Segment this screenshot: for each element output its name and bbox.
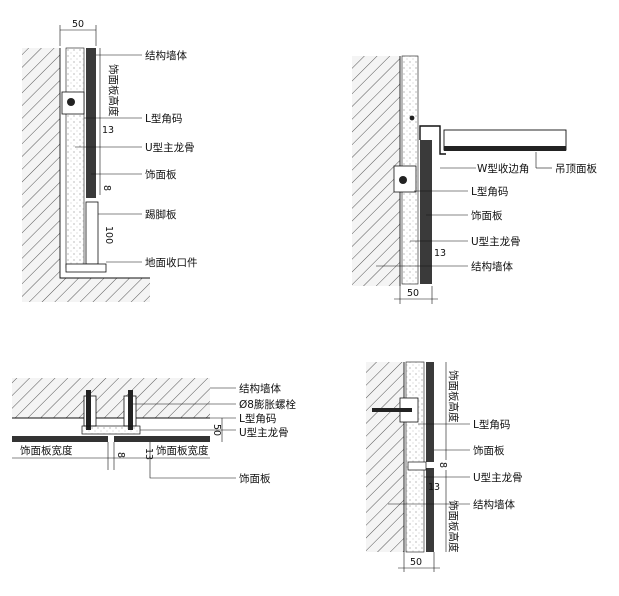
panel-b-label-l-bracket: L型角码 xyxy=(471,185,508,198)
panel-b-dim-13: 13 xyxy=(434,248,446,259)
panel-a-wall-skirting-detail: 50 饰面板高度 13 8 100 结构墙体 L型角码 U型主龙骨 饰面板 踢脚… xyxy=(22,19,198,302)
panel-d-joint-bracket xyxy=(407,461,427,471)
panel-d-vertical-label-top: 饰面板高度 xyxy=(447,370,460,423)
panel-b-label-facing-panel: 饰面板 xyxy=(471,209,503,222)
panel-c-u-keel xyxy=(81,425,141,435)
panel-c-facing-panel-right xyxy=(114,436,210,442)
panel-d-wall-hatch xyxy=(366,362,404,552)
panel-b-wall-hatch xyxy=(352,56,400,286)
panel-d-vertical-label-bottom: 饰面板高度 xyxy=(447,500,460,553)
panel-b-label-ceiling-panel: 吊顶面板 xyxy=(555,162,597,175)
panel-d-dim-50: 50 xyxy=(410,557,422,568)
panel-d-dim-13: 13 xyxy=(428,482,440,493)
panel-d-dim-8: 8 xyxy=(437,462,448,468)
panel-c-bolt-left-icon xyxy=(86,390,91,430)
panel-a-vertical-label: 饰面板高度 xyxy=(107,64,120,117)
panel-c-label-structure-wall: 结构墙体 xyxy=(239,382,281,395)
panel-d-facing-panel-lower xyxy=(426,468,434,552)
panel-a-dim-50: 50 xyxy=(72,19,84,30)
panel-b-ceiling-panel-face xyxy=(444,146,566,151)
panel-c-width-left: 饰面板宽度 xyxy=(20,444,73,457)
panel-d-bolt-icon xyxy=(372,408,412,412)
panel-c-dim-50: 50 xyxy=(211,424,222,436)
panel-d-label-u-keel: U型主龙骨 xyxy=(473,471,523,484)
panel-a-floor-hatch xyxy=(22,278,150,302)
panel-c-label-expansion-bolt: Ø8膨胀螺栓 xyxy=(239,398,296,411)
panel-a-label-skirting: 踢脚板 xyxy=(145,208,177,221)
panel-a-dim-100: 100 xyxy=(103,226,114,244)
panel-c-facing-panel-left xyxy=(12,436,108,442)
panel-a-wall-hatch xyxy=(22,48,60,278)
panel-c-width-right: 饰面板宽度 xyxy=(156,444,209,457)
panel-d-facing-panel-upper xyxy=(426,362,434,462)
panel-d-u-keel xyxy=(405,361,425,553)
panel-a-label-structure-wall: 结构墙体 xyxy=(145,49,187,62)
panel-a-dim-13: 13 xyxy=(102,125,114,136)
panel-c-label-facing-panel: 饰面板 xyxy=(239,472,271,485)
panel-c-label-l-bracket: L型角码 xyxy=(239,412,276,425)
panel-a-label-l-bracket: L型角码 xyxy=(145,112,182,125)
panel-b-ceiling-junction-detail: W型收边角 吊顶面板 L型角码 饰面板 U型主龙骨 13 结构墙体 50 xyxy=(352,55,597,304)
panel-a-u-keel xyxy=(65,47,85,269)
panel-a-label-u-keel: U型主龙骨 xyxy=(145,141,195,154)
panel-a-skirting-board xyxy=(85,201,99,265)
panel-a-dim-8: 8 xyxy=(101,185,112,191)
panel-a-label-facing-panel: 饰面板 xyxy=(145,168,177,181)
panel-b-w-trim xyxy=(419,125,446,155)
panel-c-dim-8: 8 xyxy=(115,452,126,458)
panel-b-facing-panel xyxy=(420,140,432,284)
panel-c-slab-hatch xyxy=(12,378,210,418)
panel-d-label-facing-panel: 饰面板 xyxy=(473,444,505,457)
panel-b-screw-icon xyxy=(409,115,415,121)
panel-c-label-u-keel: U型主龙骨 xyxy=(239,426,289,439)
panel-c-dim-13: 13 xyxy=(143,448,154,460)
panel-c-ceiling-plan-detail: 结构墙体 Ø8膨胀螺栓 L型角码 U型主龙骨 50 饰面板宽度 饰面板宽度 8 … xyxy=(12,378,296,485)
panel-a-facing-panel xyxy=(86,48,96,198)
panel-b-dim-50: 50 xyxy=(407,288,419,299)
panel-d-label-l-bracket: L型角码 xyxy=(473,418,510,431)
panel-b-bolt-icon xyxy=(399,176,407,184)
panel-d-wall-joint-detail: 饰面板高度 饰面板高度 8 13 L型角码 饰面板 U型主龙骨 结构墙体 50 xyxy=(366,361,523,572)
panel-a-bolt-icon xyxy=(67,98,75,106)
panel-b-label-u-keel: U型主龙骨 xyxy=(471,235,521,248)
panel-b-label-structure-wall: 结构墙体 xyxy=(471,260,513,273)
panel-c-bolt-right-icon xyxy=(128,390,133,430)
panel-b-label-w-trim: W型收边角 xyxy=(477,162,529,175)
panel-a-label-floor-trim: 地面收口件 xyxy=(145,256,198,269)
panel-d-label-structure-wall: 结构墙体 xyxy=(473,498,515,511)
panel-a-floor-trim xyxy=(65,263,107,273)
